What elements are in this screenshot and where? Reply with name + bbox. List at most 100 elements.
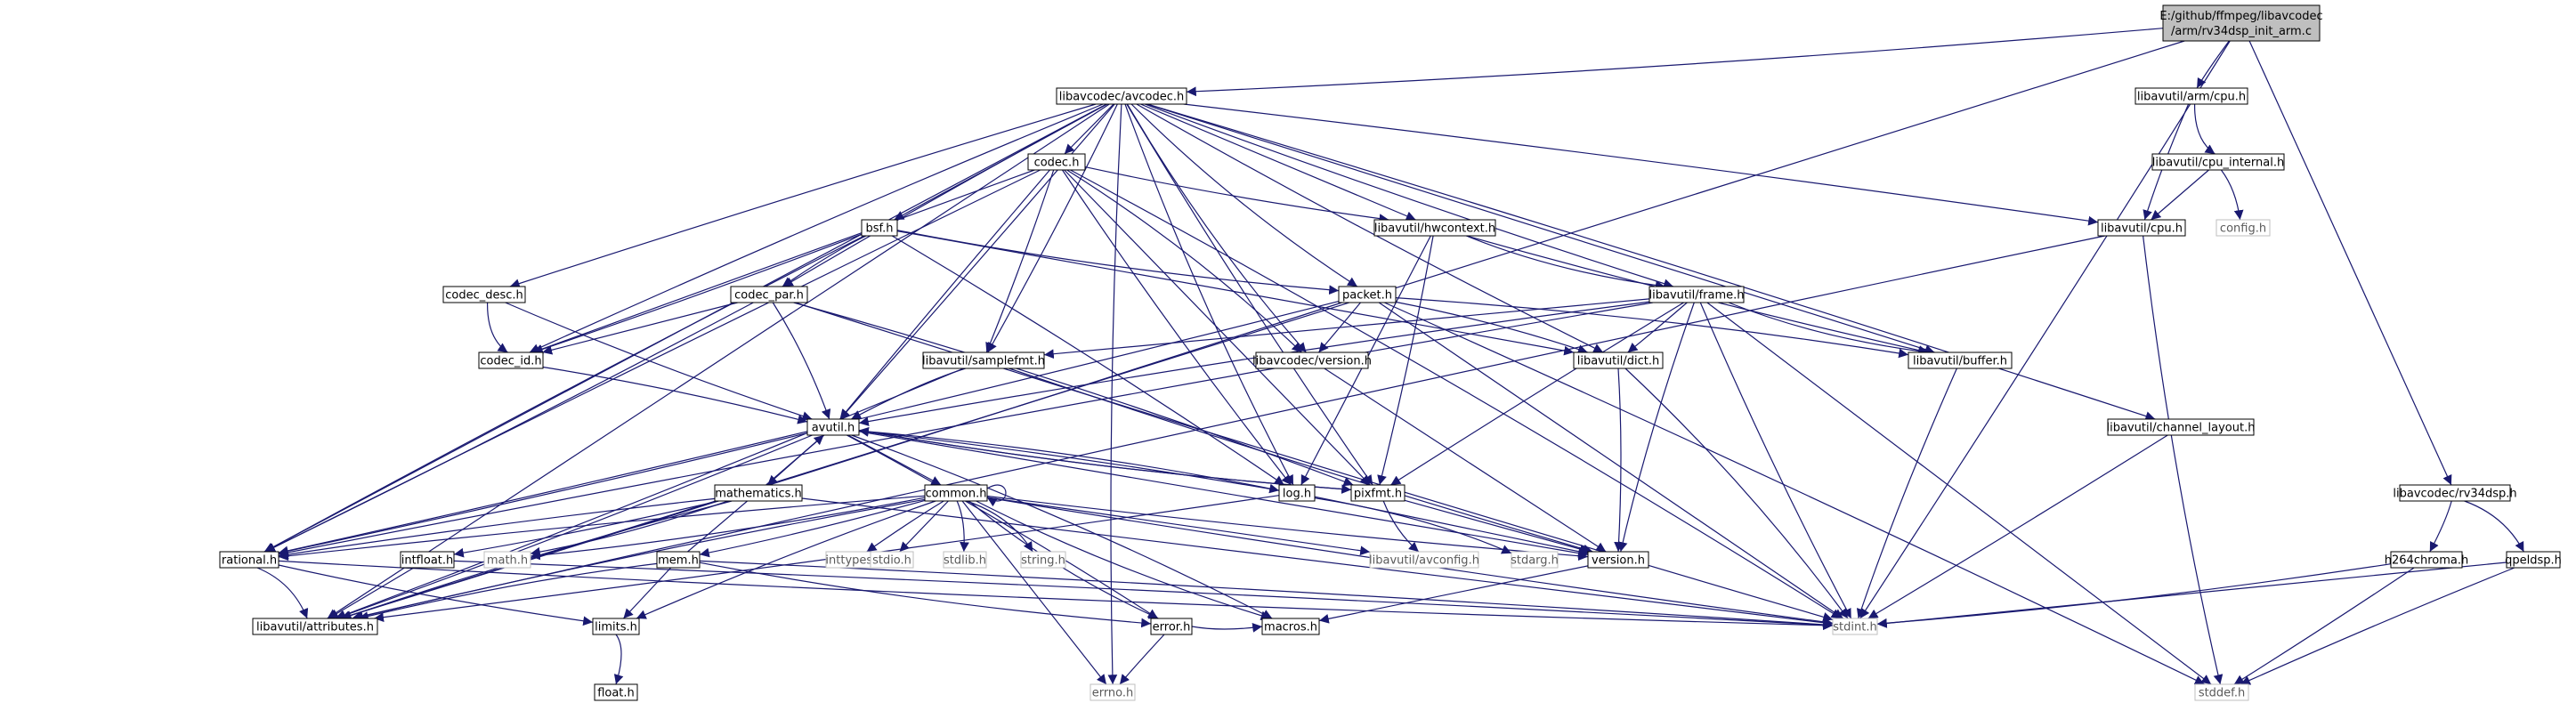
edge-rv34dsp-to-h264chroma xyxy=(2429,500,2452,553)
node-dict[interactable]: libavutil/dict.h xyxy=(1573,351,1664,369)
node-label: libavutil/attributes.h xyxy=(256,621,374,634)
edge-dict-to-stdint xyxy=(1624,368,1849,619)
node-version[interactable]: version.h xyxy=(1587,551,1649,569)
node-frame[interactable]: libavutil/frame.h xyxy=(1648,286,1745,303)
node-box xyxy=(870,551,914,569)
node-log[interactable]: log.h xyxy=(1278,484,1316,502)
node-box xyxy=(2151,153,2285,171)
edge-common-to-string xyxy=(966,500,1033,553)
node-codec[interactable]: codec.h xyxy=(1027,153,1086,171)
edge-avcodec-to-dict xyxy=(1136,103,1604,353)
node-codec_desc[interactable]: codec_desc.h xyxy=(442,286,526,303)
node-intfloat[interactable]: intfloat.h xyxy=(400,551,455,569)
edge-common-to-limits xyxy=(636,500,936,619)
node-label: log.h xyxy=(1283,488,1311,501)
edge-avutil-to-error xyxy=(847,434,1159,619)
edge-codec_par-to-rational xyxy=(264,302,754,553)
edges-layer xyxy=(256,28,2524,685)
edge-codec-to-avcversion xyxy=(1066,169,1302,353)
edge-avcodec-to-hwcontext xyxy=(1140,103,1416,221)
edge-cpuinternal-to-cpu xyxy=(2151,169,2209,221)
node-h264chroma[interactable]: h264chroma.h xyxy=(2385,551,2468,569)
edge-common-to-math xyxy=(530,497,926,561)
edge-mem-to-error xyxy=(699,562,1152,628)
node-bsf[interactable]: bsf.h xyxy=(861,219,898,237)
edge-rational-to-attributes xyxy=(256,567,309,619)
edge-avutil-to-log xyxy=(858,430,1280,494)
edge-codec-to-pixfmt xyxy=(1064,169,1371,486)
node-rational[interactable]: rational.h xyxy=(219,551,279,569)
node-root[interactable]: E:/github/ffmpeg/libavcodec/arm/rv34dsp_… xyxy=(2159,4,2323,42)
node-stddef: stddef.h xyxy=(2194,683,2249,701)
node-label: limits.h xyxy=(595,621,637,634)
node-box xyxy=(1278,484,1316,502)
node-label: string.h xyxy=(1021,554,1065,568)
node-label: rational.h xyxy=(222,554,277,568)
node-box xyxy=(1373,219,1496,237)
node-avutil[interactable]: avutil.h xyxy=(806,418,860,436)
node-codec_par[interactable]: codec_par.h xyxy=(730,286,808,303)
edge-h264chroma-to-stddef xyxy=(2233,567,2415,685)
node-box xyxy=(2506,551,2561,569)
edge-avutil-to-attributes xyxy=(336,434,813,620)
node-cpuinternal[interactable]: libavutil/cpu_internal.h xyxy=(2151,153,2285,171)
node-error[interactable]: error.h xyxy=(1150,618,1193,635)
node-box xyxy=(478,351,544,369)
node-label: libavutil/hwcontext.h xyxy=(1374,222,1495,236)
edge-common-to-stdio xyxy=(899,500,949,553)
edge-qpeldsp-to-stdint xyxy=(1876,562,2507,628)
edge-buffer-to-stdint xyxy=(1856,368,1957,619)
node-rv34dsp[interactable]: libavcodec/rv34dsp.h xyxy=(2393,484,2517,502)
node-inttypes: inttypes.h xyxy=(825,551,884,569)
edge-packet-to-rational xyxy=(278,301,1340,556)
node-hwcontext[interactable]: libavutil/hwcontext.h xyxy=(1373,219,1496,237)
node-label: config.h xyxy=(2220,222,2266,236)
node-errno: errno.h xyxy=(1090,683,1136,701)
node-qpeldsp[interactable]: qpeldsp.h xyxy=(2505,551,2562,569)
node-samplefmt[interactable]: libavutil/samplefmt.h xyxy=(922,351,1045,369)
edge-avcodec-to-cpu xyxy=(1183,103,2099,226)
node-box xyxy=(2107,418,2255,436)
edge-mem-to-stdint xyxy=(699,560,1834,630)
node-buffer[interactable]: libavutil/buffer.h xyxy=(1908,351,2013,369)
node-cpu[interactable]: libavutil/cpu.h xyxy=(2097,219,2186,237)
node-float[interactable]: float.h xyxy=(594,683,638,701)
node-codec_id[interactable]: codec_id.h xyxy=(478,351,544,369)
node-attributes[interactable]: libavutil/attributes.h xyxy=(252,618,378,635)
node-avcversion[interactable]: libavcodec/version.h xyxy=(1252,351,1372,369)
node-label: libavutil/samplefmt.h xyxy=(922,355,1045,368)
node-armcpu[interactable]: libavutil/arm/cpu.h xyxy=(2135,87,2248,105)
node-box xyxy=(442,286,526,303)
node-label: libavutil/cpu.h xyxy=(2101,222,2183,236)
edge-error-to-macros xyxy=(1191,623,1263,633)
node-label: codec_id.h xyxy=(480,355,541,368)
node-channel_layout[interactable]: libavutil/channel_layout.h xyxy=(2107,418,2256,436)
node-box xyxy=(1020,551,1066,569)
node-avcodec[interactable]: libavcodec/avcodec.h xyxy=(1056,87,1187,105)
edge-common-to-stdlib xyxy=(956,500,969,553)
edge-frame-to-stdint xyxy=(1699,302,1852,619)
node-stdio: stdio.h xyxy=(870,551,914,569)
node-limits[interactable]: limits.h xyxy=(592,618,640,635)
node-mem[interactable]: mem.h xyxy=(656,551,701,569)
edge-limits-to-float xyxy=(613,634,624,685)
node-label: float.h xyxy=(597,687,635,700)
edge-common-to-errno xyxy=(961,500,1107,685)
node-common[interactable]: common.h xyxy=(924,484,988,502)
edge-h264chroma-to-stdint xyxy=(1876,563,2392,628)
node-box xyxy=(1150,618,1193,635)
node-label: mathematics.h xyxy=(715,488,802,501)
node-label: bsf.h xyxy=(865,222,893,236)
edge-root-to-avcodec xyxy=(1186,28,2164,97)
node-label: error.h xyxy=(1153,621,1191,634)
node-label: libavutil/buffer.h xyxy=(1913,355,2007,368)
node-pixfmt[interactable]: pixfmt.h xyxy=(1350,484,1405,502)
node-label: macros.h xyxy=(1264,621,1317,634)
node-box xyxy=(1832,618,1878,635)
edge-frame-to-pixfmt xyxy=(1390,302,1684,486)
node-mathematics[interactable]: mathematics.h xyxy=(714,484,803,502)
node-box xyxy=(483,551,531,569)
node-box xyxy=(924,484,988,502)
node-packet[interactable]: packet.h xyxy=(1338,286,1397,303)
node-macros[interactable]: macros.h xyxy=(1261,618,1320,635)
